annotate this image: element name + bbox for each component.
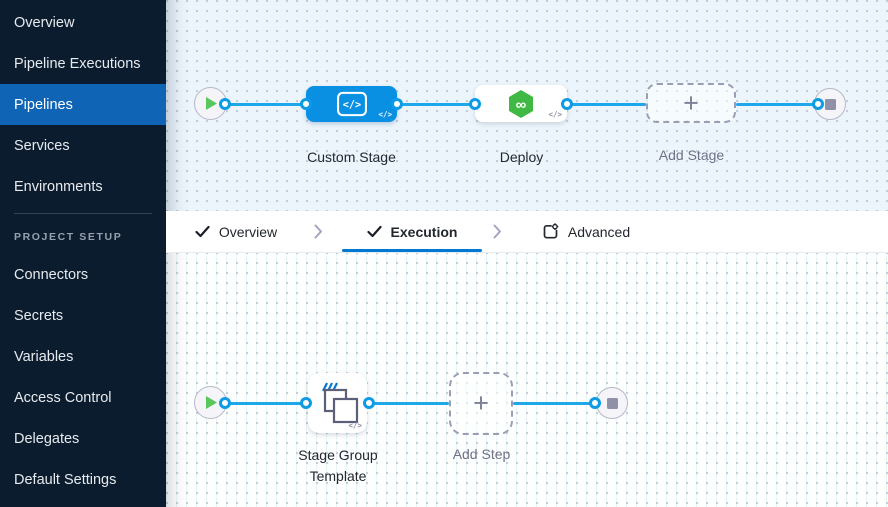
custom-stage-node[interactable]: </> </> — [306, 86, 397, 122]
sidebar-item-label: Overview — [14, 14, 75, 31]
edge-start-to-custom-stage — [225, 103, 306, 106]
code-badge[interactable]: </> — [348, 421, 362, 430]
edge-deploy-to-add-stage — [567, 103, 646, 106]
sidebar-item-environments[interactable]: Environments — [0, 166, 166, 207]
stop-icon — [824, 98, 836, 110]
stage-group-template-icon — [321, 382, 358, 424]
tab-execution[interactable]: Execution — [342, 211, 482, 252]
sidebar-item-pipeline-executions[interactable]: Pipeline Executions — [0, 43, 166, 84]
port-deploy-in[interactable] — [469, 98, 481, 110]
sidebar-item-delegates[interactable]: Delegates — [0, 418, 166, 459]
port-end-in[interactable] — [812, 98, 824, 110]
sidebar-item-default-settings[interactable]: Default Settings — [0, 459, 166, 500]
plus-icon: + — [683, 87, 699, 118]
edge-start-to-template — [225, 402, 306, 405]
stage-config-tabbar: Overview Execution Advanced — [166, 211, 888, 252]
code-badge[interactable]: </> — [378, 110, 392, 119]
sidebar-item-label: Services — [14, 137, 70, 154]
sidebar-nav: Overview Pipeline Executions Pipelines S… — [0, 0, 166, 507]
port-start-out[interactable] — [219, 98, 231, 110]
deploy-stage-label[interactable]: Deploy — [499, 149, 544, 165]
plus-icon: + — [473, 388, 489, 418]
sidebar-item-access-control[interactable]: Access Control — [0, 377, 166, 418]
stop-icon — [606, 397, 618, 409]
main-area: </> </> Custom Stage ∞ </> Deploy + Add … — [166, 0, 888, 507]
sidebar-item-label: Delegates — [14, 430, 80, 447]
deploy-stage-node[interactable]: ∞ </> — [475, 85, 567, 122]
port-template-in[interactable] — [300, 397, 312, 409]
custom-stage-icon: </> — [336, 91, 367, 117]
port-custom-stage-out[interactable] — [391, 98, 403, 110]
check-icon — [366, 225, 382, 238]
tab-label: Execution — [390, 223, 458, 240]
execution-graph-canvas[interactable]: </> Stage Group Template + Add Step — [166, 252, 888, 507]
panel-gear-icon — [543, 223, 559, 239]
add-stage-button[interactable]: + — [646, 83, 736, 123]
sidebar-divider — [14, 213, 152, 214]
sidebar-item-secrets[interactable]: Secrets — [0, 295, 166, 336]
sidebar-item-label: Variables — [14, 348, 74, 365]
sidebar-item-label: Pipeline Executions — [14, 55, 141, 72]
code-badge[interactable]: </> — [548, 110, 562, 119]
edge-custom-stage-to-deploy — [397, 103, 475, 106]
edge-template-to-add-step — [369, 402, 449, 405]
sidebar-item-label: Environments — [14, 178, 103, 195]
svg-text:∞: ∞ — [516, 96, 527, 113]
tab-advanced[interactable]: Advanced — [521, 211, 651, 252]
sidebar-section-project-setup: PROJECT SETUP — [14, 231, 123, 243]
play-icon — [206, 396, 217, 409]
tab-label: Overview — [218, 223, 278, 240]
sidebar-item-label: Access Control — [14, 389, 112, 406]
port-template-out[interactable] — [363, 397, 375, 409]
play-icon — [206, 97, 217, 110]
sidebar-item-pipelines[interactable]: Pipelines — [0, 84, 166, 125]
edge-add-step-to-end — [513, 402, 595, 405]
edge-add-stage-to-end — [736, 103, 818, 106]
port-custom-stage-in[interactable] — [300, 98, 312, 110]
sidebar-item-label: Pipelines — [14, 96, 73, 113]
sidebar-item-connectors[interactable]: Connectors — [0, 254, 166, 295]
sidebar-item-label: Connectors — [14, 266, 89, 283]
svg-text:</>: </> — [342, 100, 360, 111]
add-stage-label[interactable]: Add Stage — [658, 147, 725, 163]
stage-graph-canvas[interactable]: </> </> Custom Stage ∞ </> Deploy + Add … — [166, 0, 888, 211]
chevron-right-icon — [314, 211, 323, 252]
chevron-right-icon — [493, 211, 502, 252]
add-step-button[interactable]: + — [449, 372, 513, 435]
port-start-out[interactable] — [219, 397, 231, 409]
sidebar-item-services[interactable]: Services — [0, 125, 166, 166]
port-end-in[interactable] — [589, 397, 601, 409]
cd-deploy-icon: ∞ — [509, 89, 533, 118]
sidebar-item-label: Secrets — [14, 307, 64, 324]
sidebar-item-label: Default Settings — [14, 471, 117, 488]
check-icon — [195, 225, 210, 238]
tab-label: Advanced — [567, 223, 631, 240]
add-step-label[interactable]: Add Step — [452, 446, 511, 462]
stage-group-template-node[interactable]: </> — [308, 373, 367, 433]
custom-stage-label[interactable]: Custom Stage — [307, 149, 396, 165]
stage-group-template-label[interactable]: Stage Group Template — [298, 447, 378, 484]
port-deploy-out[interactable] — [561, 98, 573, 110]
tab-overview[interactable]: Overview — [166, 211, 306, 252]
sidebar-item-variables[interactable]: Variables — [0, 336, 166, 377]
sidebar-item-overview[interactable]: Overview — [0, 2, 166, 43]
